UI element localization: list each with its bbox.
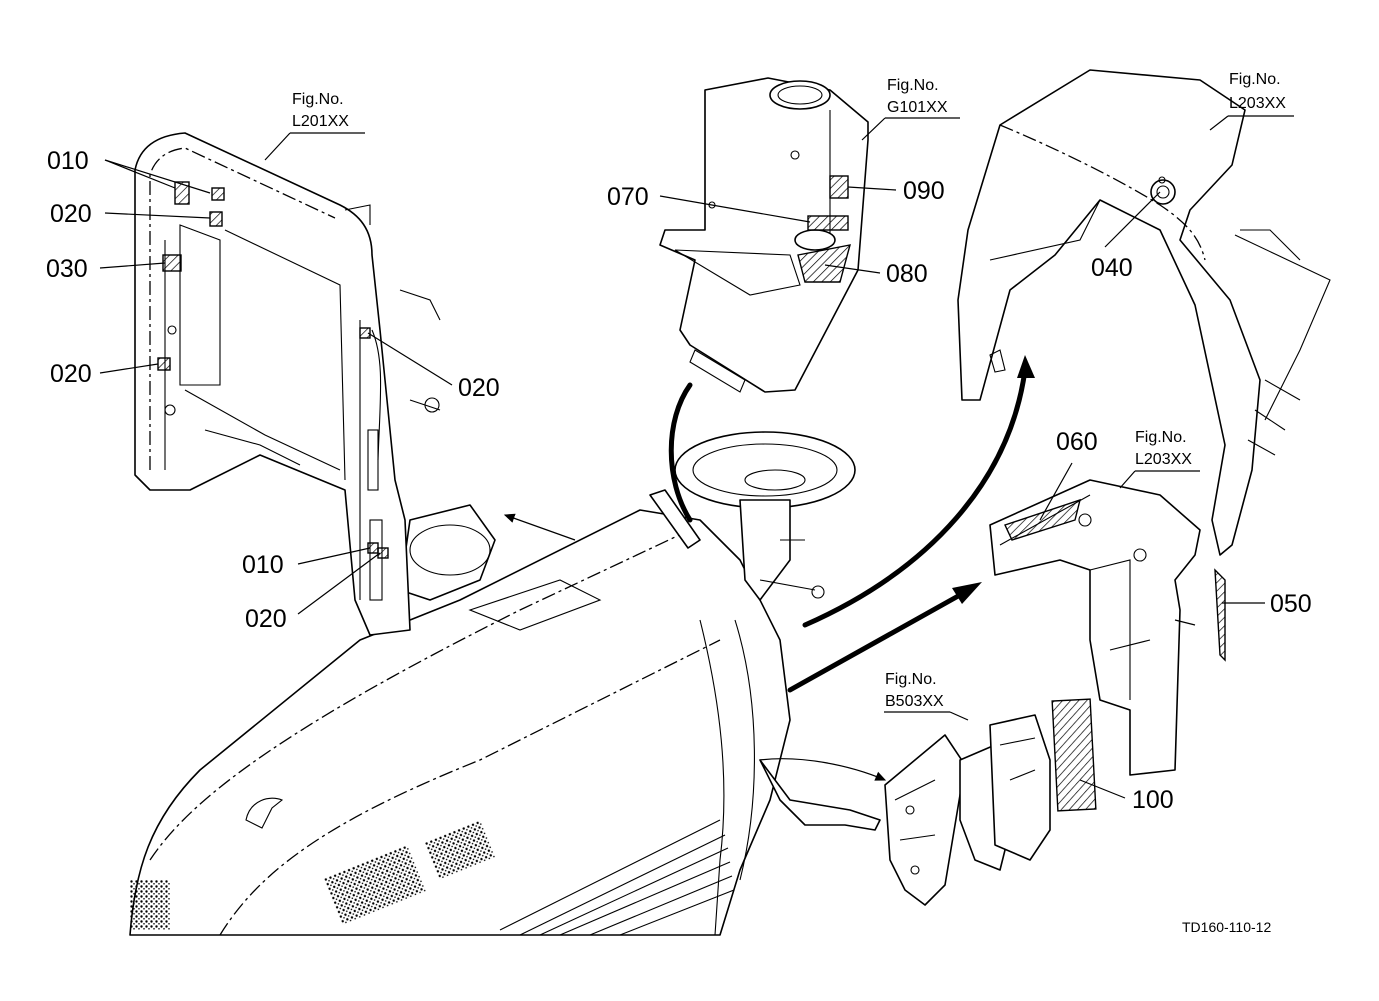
fig-code-l201: L201XX — [292, 113, 349, 130]
hood-top-cover — [957, 69, 1331, 556]
callout-020-mid: 020 — [50, 360, 92, 388]
left-fender-panel — [134, 132, 441, 636]
fig-code-b503: B503XX — [885, 693, 944, 710]
callout-010-top: 010 — [47, 147, 89, 175]
callout-020-right: 020 — [458, 374, 500, 402]
callout-070: 070 — [607, 183, 649, 211]
seat-base — [399, 504, 496, 601]
fig-code-l203-top: L203XX — [1229, 95, 1286, 112]
fig-code-g101: G101XX — [887, 99, 948, 116]
callout-020-top: 020 — [50, 200, 92, 228]
fig-label-l203-side: Fig.No. — [1135, 429, 1187, 446]
fig-code-l203-side: L203XX — [1135, 451, 1192, 468]
dash-panel — [659, 77, 869, 393]
steering-wheel — [649, 431, 856, 601]
callout-050: 050 — [1270, 590, 1312, 618]
callout-080: 080 — [886, 260, 928, 288]
fig-label-g101: Fig.No. — [887, 77, 939, 94]
leader-lines — [99, 115, 1294, 799]
side-cover — [989, 479, 1226, 812]
fig-label-l201: Fig.No. — [292, 91, 344, 108]
callout-060: 060 — [1056, 428, 1098, 456]
explode-arrows — [503, 355, 1035, 781]
callout-020-bottom: 020 — [245, 605, 287, 633]
callout-030: 030 — [46, 255, 88, 283]
drawing-code: TD160-110-12 — [1182, 919, 1271, 935]
callout-010-bottom: 010 — [242, 551, 284, 579]
fig-label-b503: Fig.No. — [885, 671, 937, 688]
tractor-body — [129, 509, 791, 936]
callout-100: 100 — [1132, 786, 1174, 814]
fig-label-l203-top: Fig.No. — [1229, 71, 1281, 88]
callout-090: 090 — [903, 177, 945, 205]
brake-pedal — [759, 759, 881, 831]
callout-040: 040 — [1091, 254, 1133, 282]
pedal-bracket — [884, 714, 1051, 906]
